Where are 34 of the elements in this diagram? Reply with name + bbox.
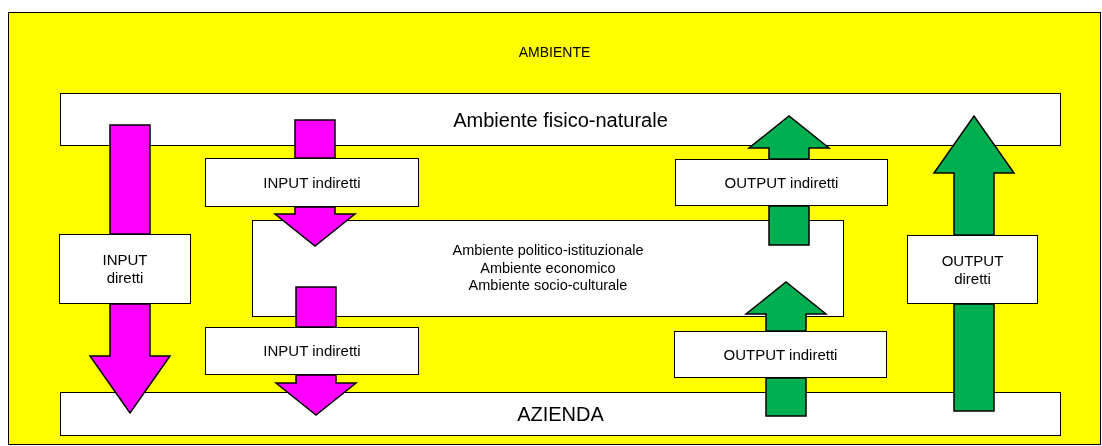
box-label: INPUT indiretti [263, 342, 361, 360]
block-arrow [294, 119, 336, 159]
panel-title: AMBIENTE [517, 44, 592, 61]
company-band [60, 392, 1061, 436]
box-label: AZIENDA [517, 402, 604, 426]
flow-label-box [205, 327, 419, 375]
box-label: INPUT indiretti [263, 173, 361, 192]
block-arrow [109, 124, 151, 235]
flow-label-box [907, 235, 1038, 304]
flow-label-box [675, 159, 888, 206]
context-box [252, 220, 844, 317]
flow-label-box [674, 331, 887, 378]
block-arrow [88, 303, 172, 415]
block-arrow [932, 114, 1016, 236]
block-arrow [746, 115, 832, 160]
block-arrow [765, 377, 807, 417]
block-arrow [953, 303, 995, 412]
block-arrow [273, 374, 359, 416]
box-label: INPUT diretti [101, 251, 149, 287]
box-label: OUTPUT indiretti [724, 173, 839, 192]
block-arrow [743, 281, 829, 332]
flow-label-box [59, 234, 191, 304]
box-label: Ambiente economico [480, 259, 616, 278]
box-label: Ambiente politico-istituzionale [452, 242, 644, 260]
block-arrow [768, 205, 810, 246]
layer-band [60, 93, 1061, 146]
box-label: OUTPUT indiretti [723, 345, 838, 364]
box-label: Ambiente socio-culturale [468, 277, 628, 295]
box-label: OUTPUT diretti [940, 251, 1005, 288]
block-arrow [295, 286, 337, 328]
box-label: Ambiente fisico-naturale [453, 107, 668, 132]
block-arrow [272, 206, 358, 247]
environment-panel [8, 12, 1101, 445]
flow-label-box [205, 158, 419, 207]
